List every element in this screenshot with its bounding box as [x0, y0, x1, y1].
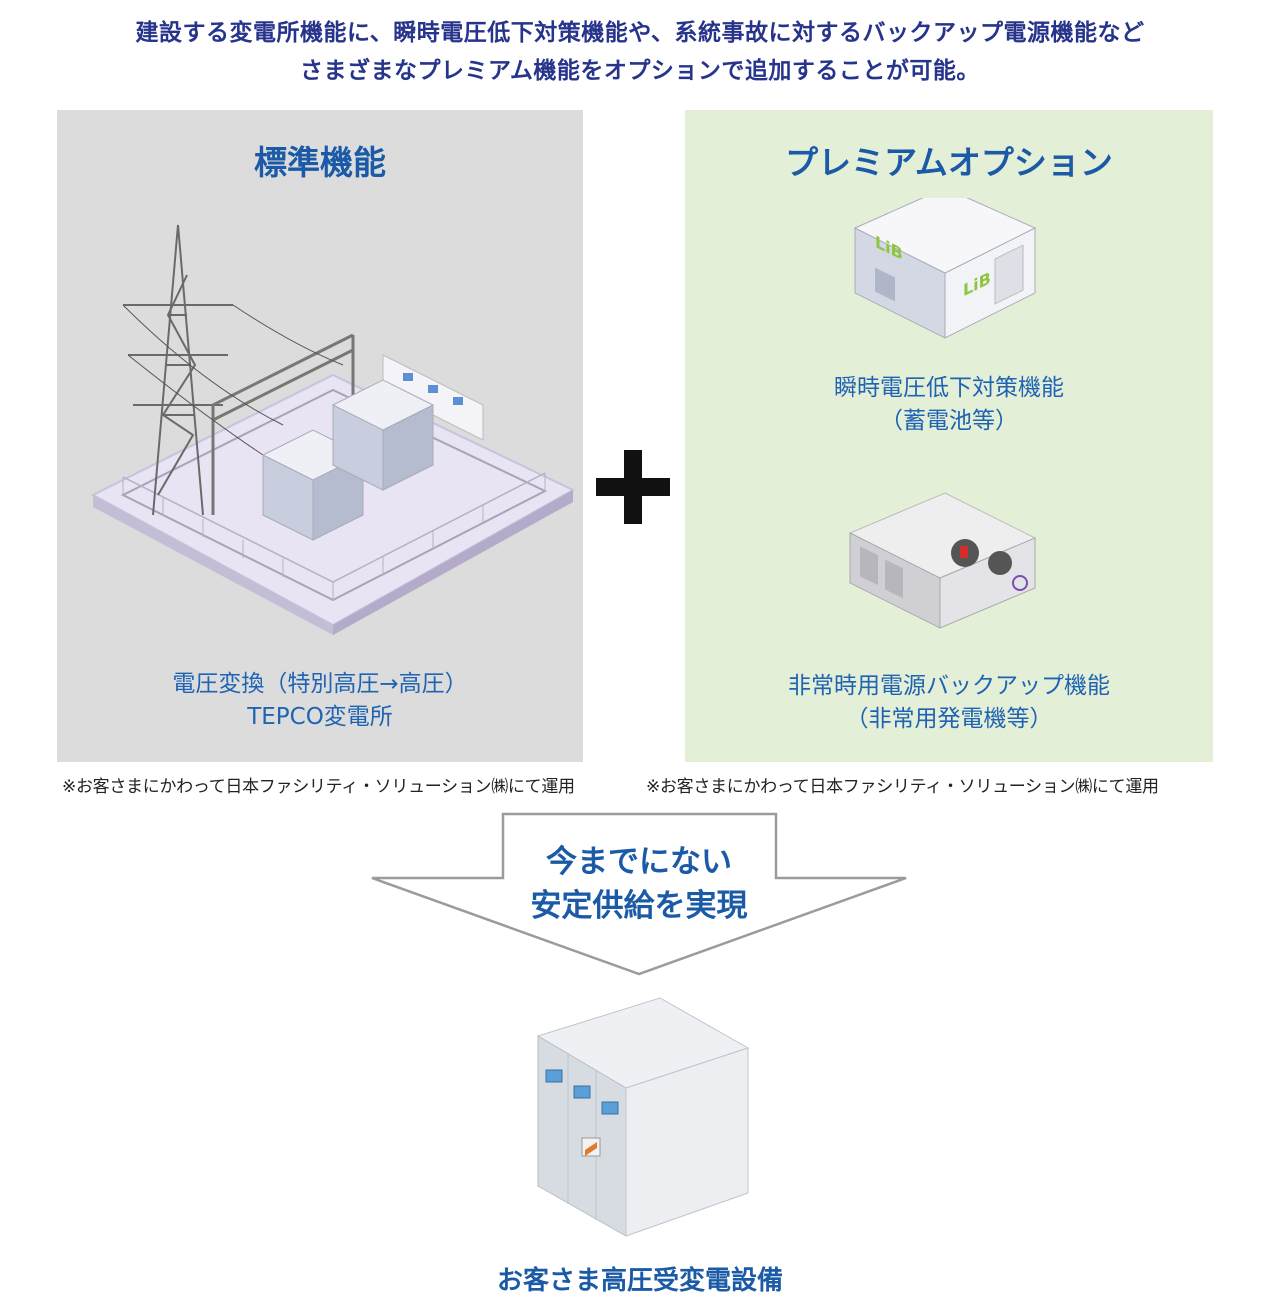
standard-note: ※お客さまにかわって日本ファシリティ・ソリューション㈱にて運用 [62, 777, 575, 797]
customer-equipment-illustration [536, 997, 750, 1237]
plus-icon [596, 450, 670, 524]
generator-caption: 非常時用電源バックアップ機能 （非常用発電機等） [685, 670, 1213, 736]
premium-panel-title: プレミアムオプション [785, 143, 1113, 182]
headline-line-2: さまざまなプレミアム機能をオプションで追加することが可能。 [300, 58, 980, 84]
generator-caption-line-1: 非常時用電源バックアップ機能 [788, 673, 1110, 699]
standard-function-panel: 標準機能 [57, 110, 583, 762]
headline: 建設する変電所機能に、瞬時電圧低下対策機能や、系統事故に対するバックアップ電源機… [0, 14, 1280, 90]
standard-panel-title: 標準機能 [254, 143, 386, 182]
result-line-2: 安定供給を実現 [530, 888, 748, 924]
premium-note: ※お客さまにかわって日本ファシリティ・ソリューション㈱にて運用 [646, 777, 1159, 797]
standard-caption-line-1: 電圧変換（特別高圧→高圧） [172, 671, 468, 697]
battery-caption: 瞬時電圧低下対策機能 （蓄電池等） [685, 372, 1213, 438]
battery-caption-line-1: 瞬時電圧低下対策機能 [834, 375, 1064, 401]
down-arrow-icon [371, 812, 907, 976]
generator-caption-line-2: （非常用発電機等） [845, 706, 1053, 732]
battery-caption-line-2: （蓄電池等） [880, 408, 1018, 434]
standard-caption: 電圧変換（特別高圧→高圧） TEPCO変電所 [57, 668, 583, 734]
result-line-1: 今までにない [546, 844, 732, 880]
substation-illustration [90, 224, 576, 635]
battery-building-illustration: LiB LiB [853, 198, 1037, 339]
customer-equipment-label: お客さま高圧受変電設備 [496, 1266, 783, 1296]
premium-option-panel: プレミアムオプション LiB LiB 瞬時電圧低下対策機能 （蓄電池等） 非常時… [685, 110, 1213, 762]
standard-caption-line-2: TEPCO変電所 [247, 704, 393, 730]
headline-line-1: 建設する変電所機能に、瞬時電圧低下対策機能や、系統事故に対するバックアップ電源機… [135, 20, 1145, 46]
generator-illustration [848, 492, 1037, 629]
